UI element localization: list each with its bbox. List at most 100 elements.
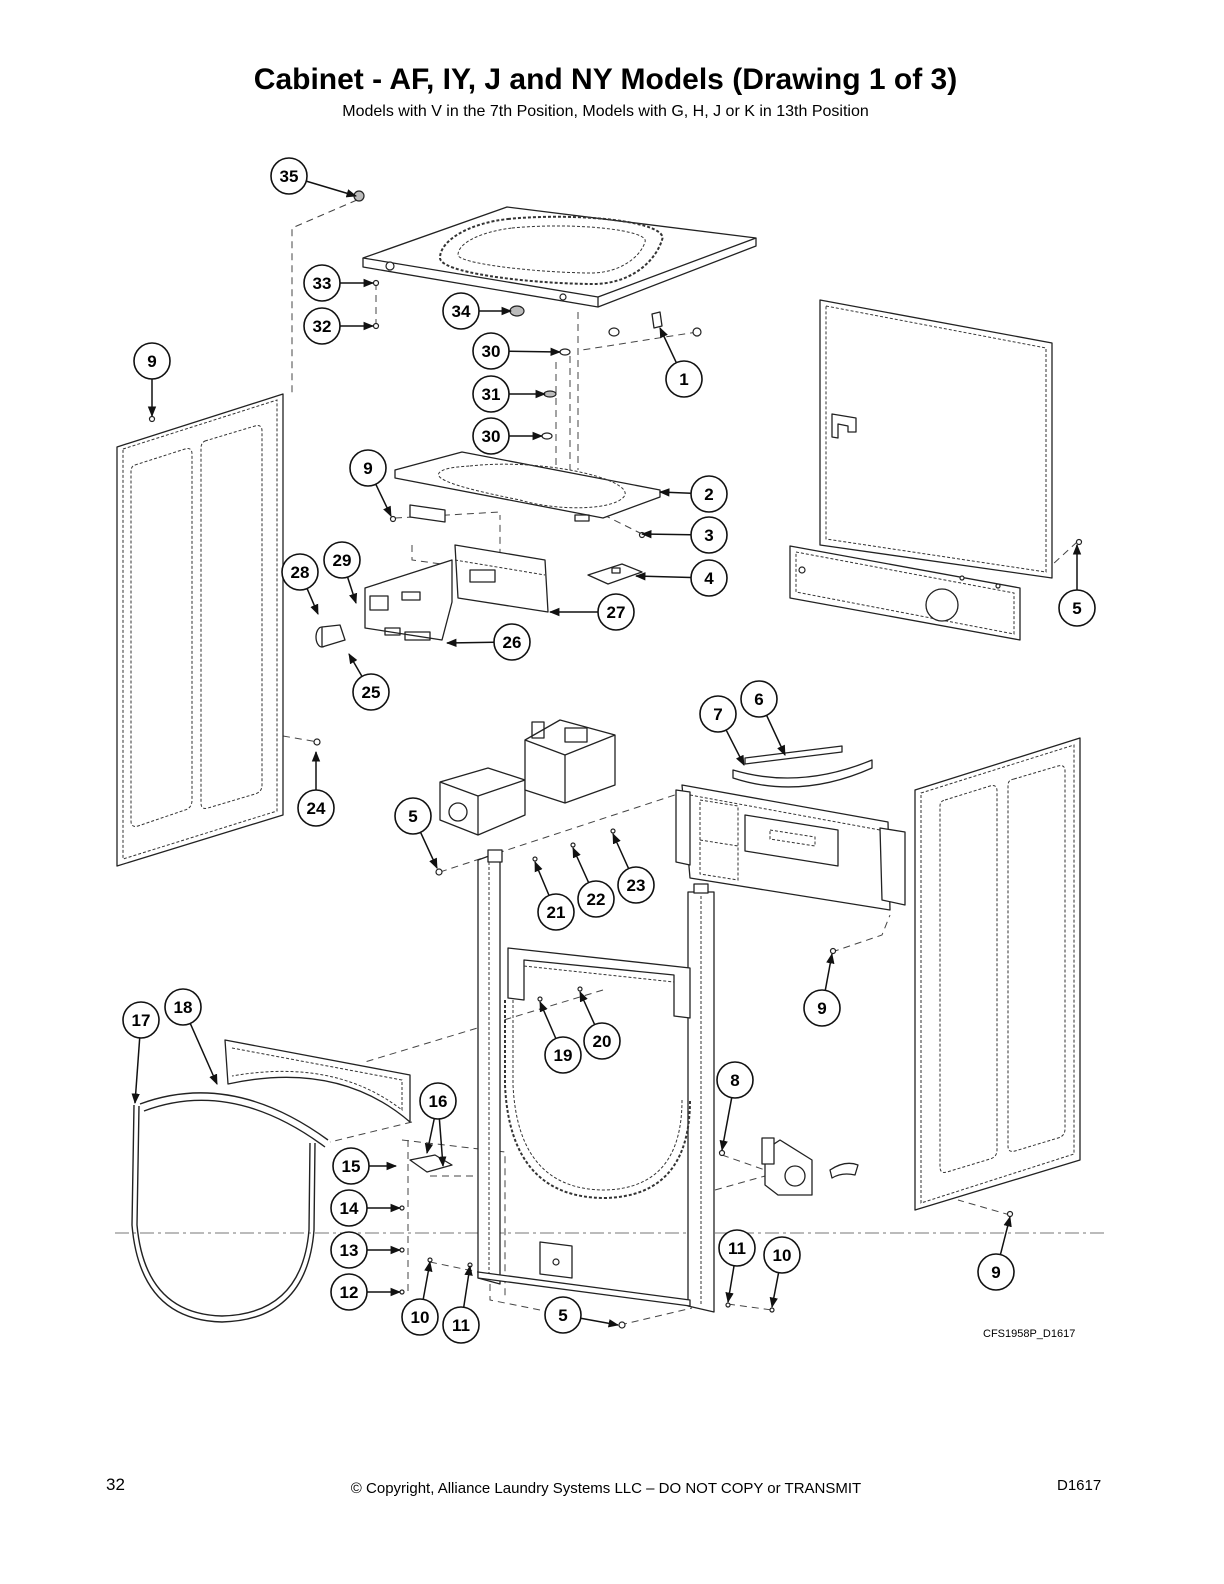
page-number: 32 [106, 1475, 125, 1494]
callout-leader-line [824, 952, 835, 991]
callout-number: 12 [340, 1283, 359, 1302]
callout-number: 8 [730, 1071, 739, 1090]
callout-number: 10 [411, 1308, 430, 1327]
callout-9: 9 [349, 449, 387, 487]
callout-16: 16 [419, 1082, 457, 1120]
control-console-bracket [364, 544, 549, 641]
callout-leader-line [572, 847, 590, 883]
callout-leader-line [508, 347, 562, 357]
callout-leader-line [640, 529, 692, 539]
callout-number: 30 [482, 427, 501, 446]
callout-2: 2 [690, 475, 728, 513]
callout-circle [442, 292, 480, 330]
callout-10: 10 [763, 1236, 801, 1274]
callout-number: 5 [1072, 599, 1081, 618]
callout-number: 9 [147, 352, 156, 371]
callout-number: 30 [482, 342, 501, 361]
callout-circle [544, 1296, 582, 1334]
rear-panel [819, 299, 1053, 579]
console-trim-channel [732, 759, 873, 788]
callout-7: 7 [699, 695, 737, 733]
callout-circle [472, 417, 510, 455]
callout-number: 34 [452, 302, 471, 321]
callout-leader-line [765, 715, 786, 756]
right-side-panel [914, 737, 1081, 1211]
callout-32: 32 [303, 307, 341, 345]
callout-leader-line [131, 1037, 141, 1105]
callout-30: 30 [472, 332, 510, 370]
callout-23: 23 [617, 866, 655, 904]
front-panel-frame [477, 849, 715, 1313]
callout-leader-line [999, 1215, 1012, 1255]
callout-circle [690, 516, 728, 554]
callout-leader-line [534, 861, 550, 896]
drawing-code: CFS1958P_D1617 [983, 1328, 1076, 1340]
callout-number: 3 [704, 526, 713, 545]
callout-number: 9 [817, 999, 826, 1018]
callout-circle [323, 541, 361, 579]
callout-leader-line [462, 1264, 473, 1308]
callout-number: 9 [363, 459, 372, 478]
callout-circle [352, 673, 390, 711]
callout-number: 26 [503, 633, 522, 652]
page-subtitle: Models with V in the 7th Position, Model… [342, 103, 869, 120]
top-support-bracket [394, 451, 661, 523]
callout-1: 1 [665, 360, 703, 398]
callout-leader-line [424, 1118, 436, 1155]
callout-leader-line [539, 1001, 557, 1039]
callout-circle [419, 1082, 457, 1120]
callout-number: 35 [280, 167, 299, 186]
callout-number: 17 [132, 1011, 151, 1030]
callout-circle [493, 623, 531, 661]
callout-circle [133, 342, 171, 380]
callout-circle [442, 1306, 480, 1344]
callout-circle [472, 375, 510, 413]
callout-30: 30 [472, 417, 510, 455]
callout-circle [803, 989, 841, 1027]
callout-22: 22 [577, 880, 615, 918]
callout-leader-line [306, 180, 358, 198]
callout-34: 34 [442, 292, 480, 330]
document-code: D1617 [1057, 1477, 1102, 1494]
callout-leader-line [189, 1023, 218, 1085]
callout-4: 4 [690, 559, 728, 597]
callout-number: 19 [554, 1046, 573, 1065]
callout-number: 22 [587, 890, 606, 909]
callout-circle [401, 1298, 439, 1336]
callout-number: 27 [607, 603, 626, 622]
callout-number: 10 [773, 1246, 792, 1265]
callout-number: 28 [291, 563, 310, 582]
callout-circle [122, 1001, 160, 1039]
callout-number: 1 [679, 370, 688, 389]
callout-circle [583, 1022, 621, 1060]
callout-circle [330, 1273, 368, 1311]
callout-circle [597, 593, 635, 631]
callout-14: 14 [330, 1189, 368, 1227]
callout-number: 23 [627, 876, 646, 895]
front-console [675, 784, 906, 911]
callout-circle [716, 1061, 754, 1099]
console-trim-strip [744, 745, 843, 765]
callout-circle [349, 449, 387, 487]
callout-circle [164, 988, 202, 1026]
callout-leader-line [658, 488, 692, 497]
callout-circle [281, 553, 319, 591]
callout-number: 29 [333, 551, 352, 570]
callout-number: 15 [342, 1157, 361, 1176]
callout-circle [544, 1036, 582, 1074]
callout-28: 28 [281, 553, 319, 591]
callout-circle [303, 307, 341, 345]
callout-leader-line [659, 327, 678, 364]
callout-9: 9 [133, 342, 171, 380]
timer-housing [439, 767, 526, 836]
callout-leader-line [419, 832, 438, 869]
callout-leader-line [612, 833, 630, 869]
callout-circle [297, 789, 335, 827]
callout-27: 27 [597, 593, 635, 631]
callout-number: 13 [340, 1241, 359, 1260]
callout-circle [577, 880, 615, 918]
callout-18: 18 [164, 988, 202, 1026]
callout-5: 5 [1058, 589, 1096, 627]
callout-number: 18 [174, 998, 193, 1017]
